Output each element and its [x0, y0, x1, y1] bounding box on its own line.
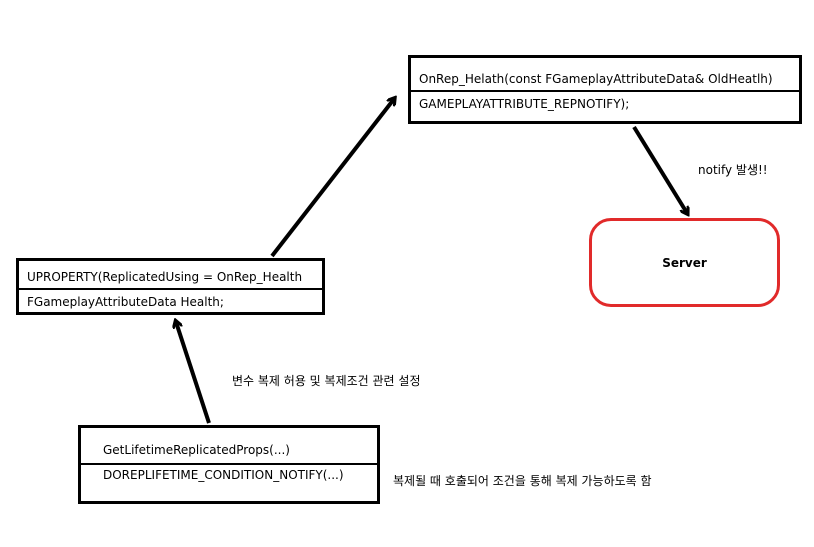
server-label: Server [662, 255, 707, 270]
uproperty-header: UPROPERTY(ReplicatedUsing = OnRep_Health [19, 261, 322, 290]
lifetime-replicated-props-box: GetLifetimeReplicatedProps(...) DOREPLIF… [78, 425, 380, 504]
lifetime-body: DOREPLIFETIME_CONDITION_NOTIFY(...) [103, 468, 344, 482]
onrep-health-box: OnRep_Helath(const FGameplayAttributeDat… [408, 55, 802, 124]
server-box: Server [589, 218, 780, 307]
uproperty-box: UPROPERTY(ReplicatedUsing = OnRep_Health… [16, 258, 325, 315]
lifetime-header: GetLifetimeReplicatedProps(...) [81, 428, 377, 465]
arrow-lifetime-to-uproperty [176, 322, 211, 424]
settings-note: 변수 복제 허용 및 복제조건 관련 설정 [232, 374, 421, 388]
uproperty-body: FGameplayAttributeData Health; [27, 295, 224, 309]
arrow-uproperty-to-onrep [270, 99, 394, 258]
notify-note: notify 발생!! [698, 163, 768, 177]
onrep-header: OnRep_Helath(const FGameplayAttributeDat… [411, 58, 799, 92]
copy-condition-note: 복제될 때 호출되어 조건을 통해 복제 가능하도록 함 [393, 474, 652, 488]
onrep-body: GAMEPLAYATTRIBUTE_REPNOTIFY); [419, 97, 630, 111]
arrow-onrep-to-server [632, 125, 687, 213]
